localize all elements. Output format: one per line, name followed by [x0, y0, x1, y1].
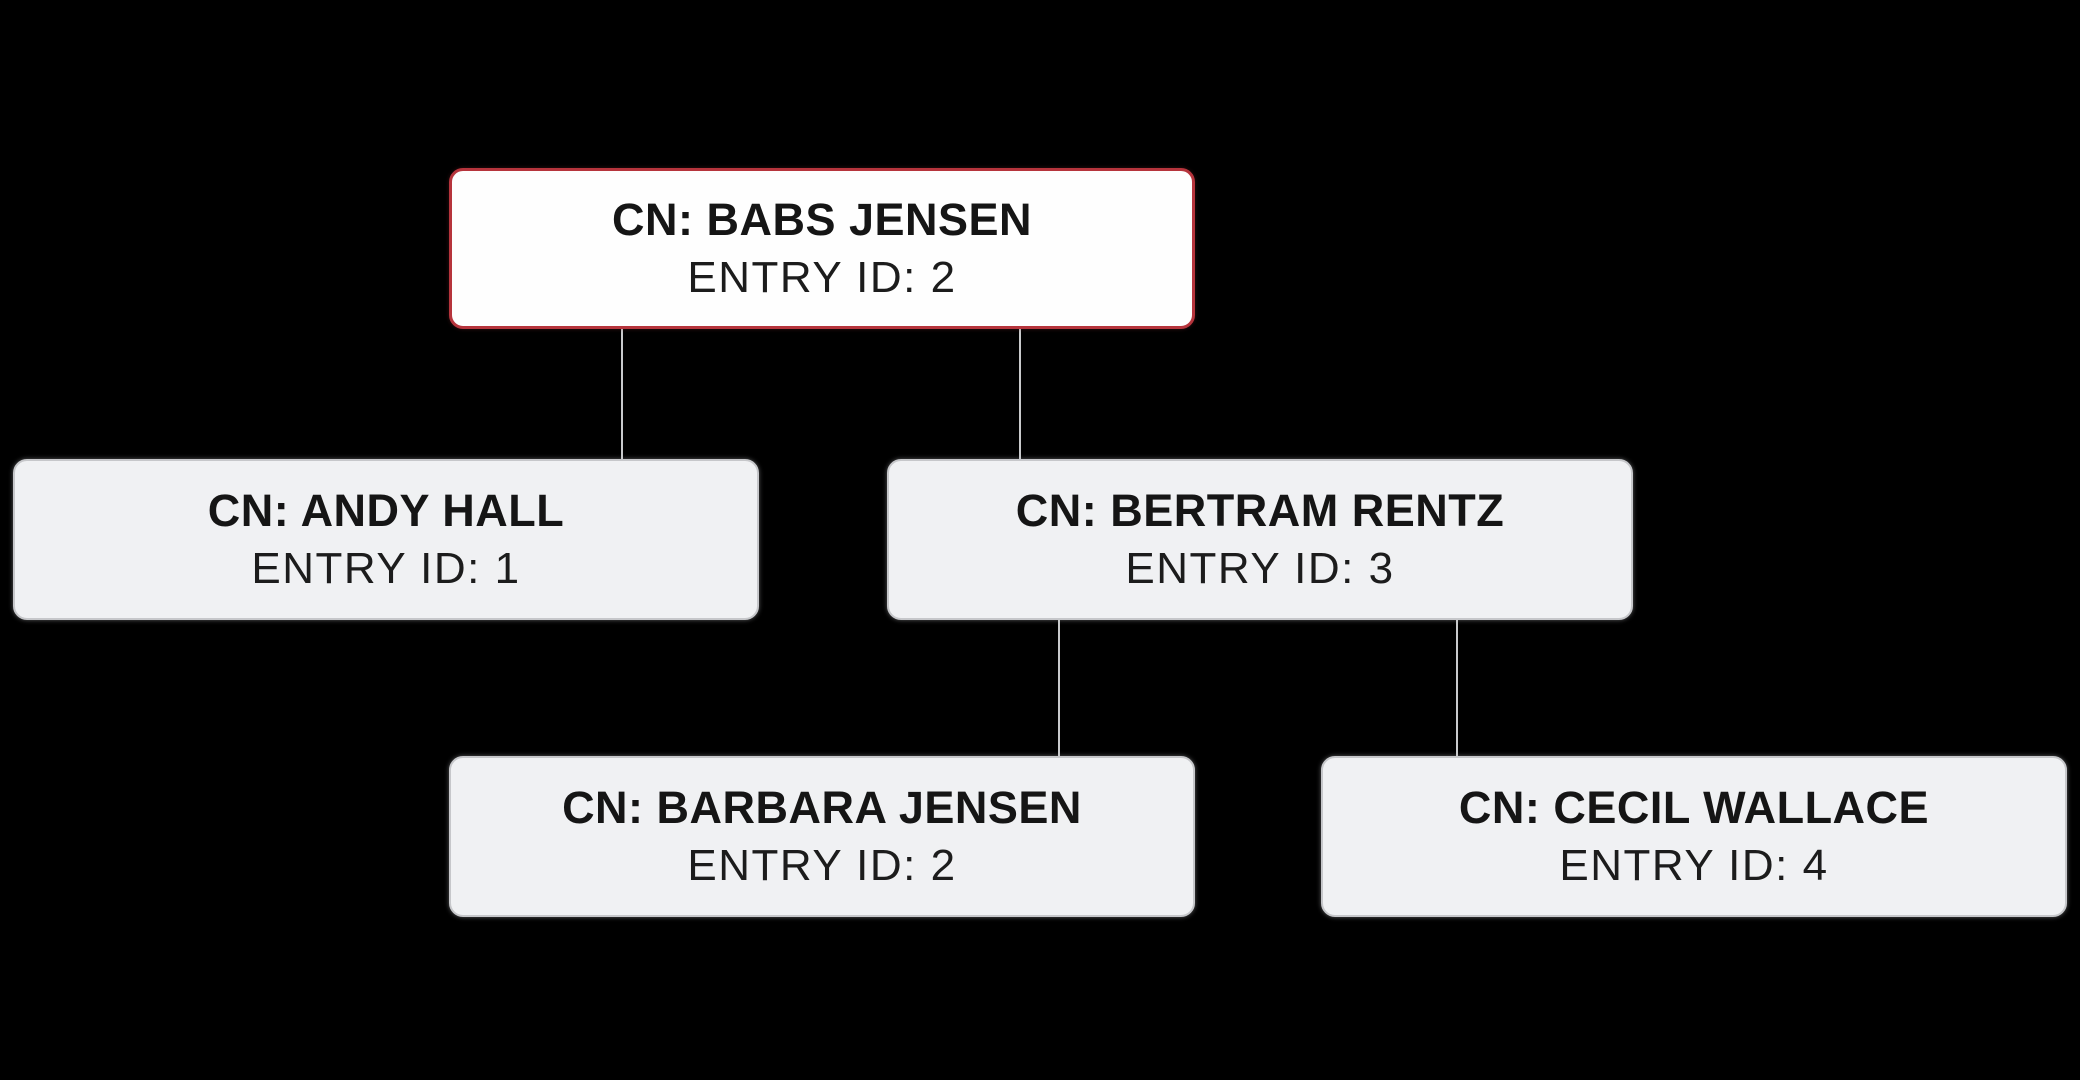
entry-cn-label: CN: BERTRAM RENTZ [1015, 484, 1505, 536]
entry-cn-label: CN: BABS JENSEN [611, 193, 1033, 245]
entry-cn-label: CN: BARBARA JENSEN [562, 781, 1082, 833]
entry-node-babs-jensen: CN: BABS JENSEN ENTRY ID: 2 [449, 168, 1195, 329]
entry-cn-label: CN: ANDY HALL [207, 484, 565, 536]
entry-node-bertram-rentz: CN: BERTRAM RENTZ ENTRY ID: 3 [887, 459, 1633, 620]
connector-babs-to-andy [621, 329, 623, 460]
entry-id-label: ENTRY ID: 4 [1559, 840, 1829, 890]
entry-cn-label: CN: CECIL WALLACE [1458, 781, 1930, 833]
connector-bertram-to-barbara [1058, 620, 1060, 757]
entry-id-label: ENTRY ID: 2 [687, 252, 957, 302]
entry-id-label: ENTRY ID: 1 [251, 543, 521, 593]
entry-id-label: ENTRY ID: 2 [687, 840, 957, 890]
entry-node-barbara-jensen: CN: BARBARA JENSEN ENTRY ID: 2 [449, 756, 1195, 917]
entry-node-andy-hall: CN: ANDY HALL ENTRY ID: 1 [13, 459, 759, 620]
entry-id-label: ENTRY ID: 3 [1125, 543, 1395, 593]
entry-node-cecil-wallace: CN: CECIL WALLACE ENTRY ID: 4 [1321, 756, 2067, 917]
connector-babs-to-bertram [1019, 329, 1021, 460]
connector-bertram-to-cecil [1456, 620, 1458, 757]
